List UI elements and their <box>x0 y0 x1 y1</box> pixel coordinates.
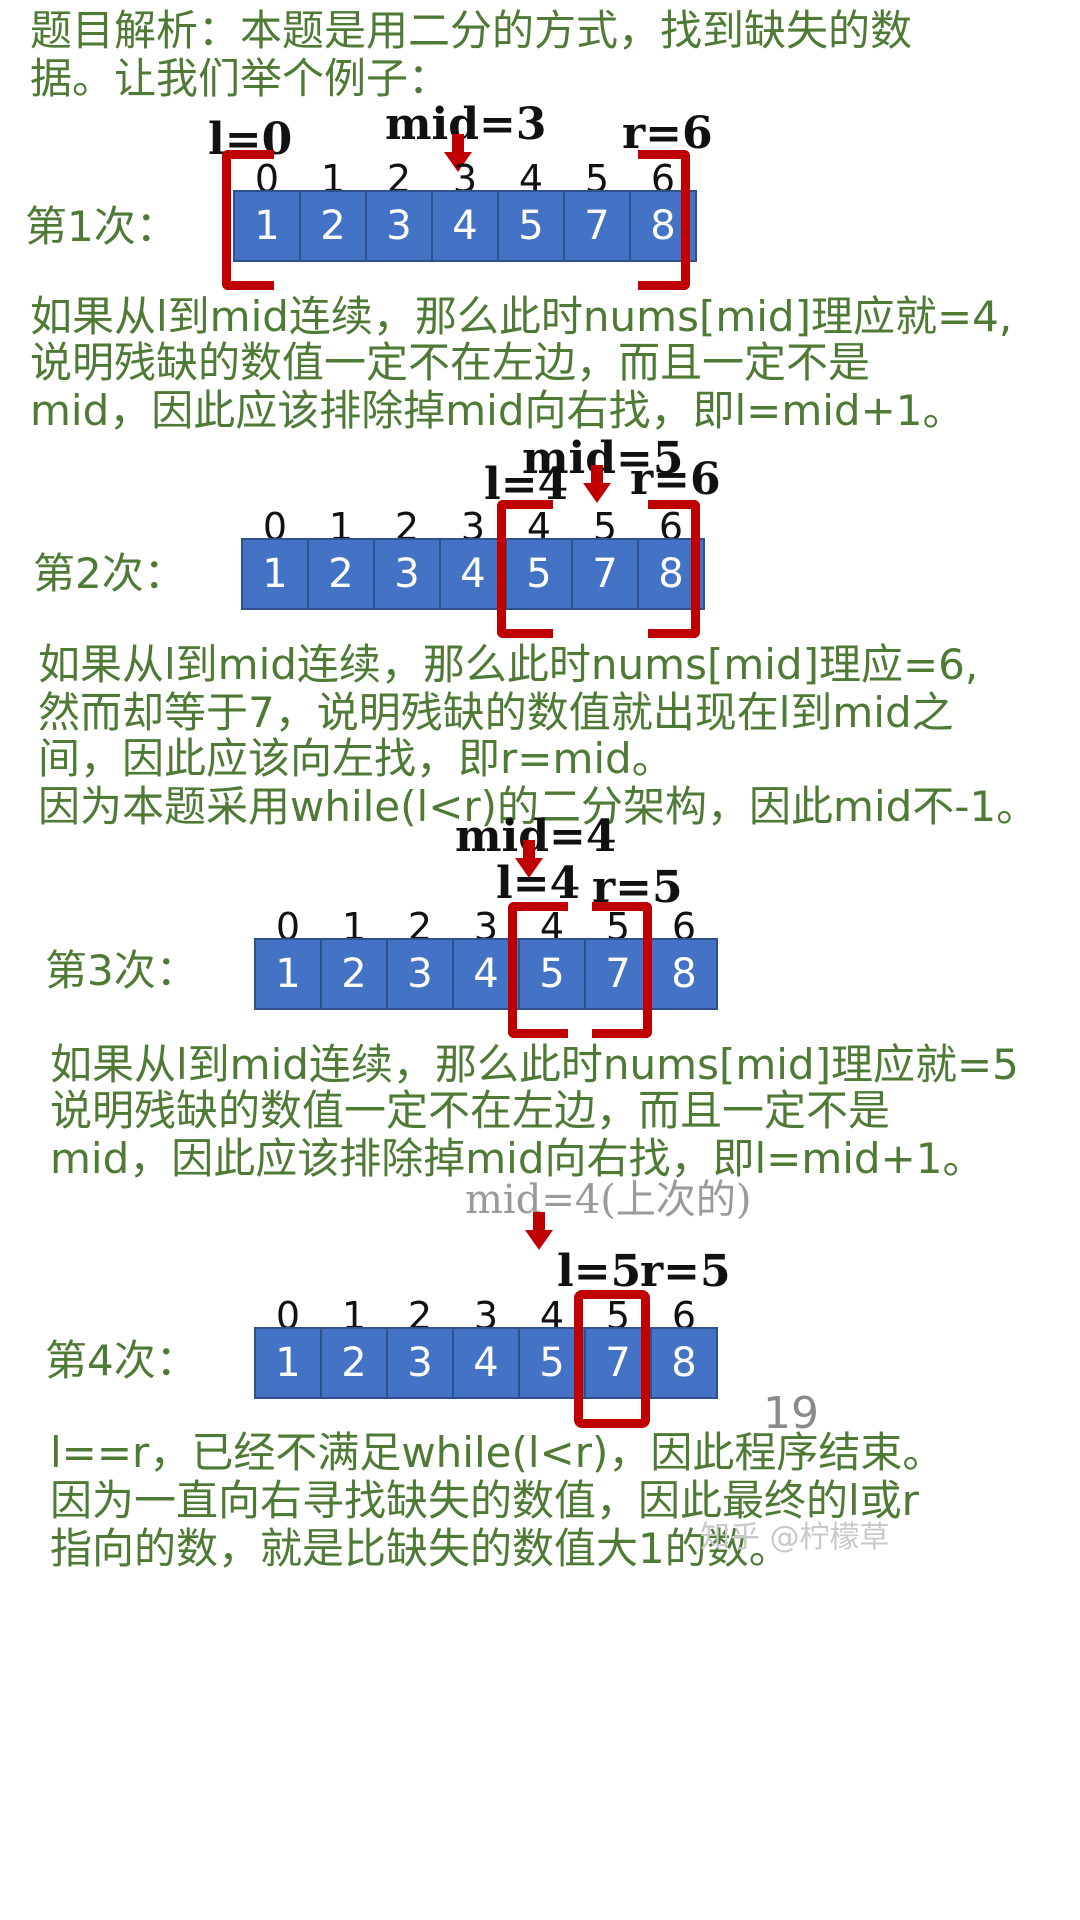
explain-line: 因为一直向右寻找缺失的数值，因此最终的l或r <box>50 1476 919 1525</box>
explain-line: 指向的数，就是比缺失的数值大1的数。 <box>50 1524 791 1573</box>
marker-mid: mid=4(上次的) <box>465 1177 752 1223</box>
explain-line: l==r，已经不满足while(l<r)，因此程序结束。 <box>50 1428 945 1477</box>
marker-l: l=5 <box>557 1246 642 1297</box>
explain-line: 因为本题采用while(l<r)的二分架构，因此mid不-1。 <box>38 782 1039 831</box>
array-cell: 4 <box>439 538 507 610</box>
array-cell: 5 <box>497 190 565 262</box>
explain-line: 如果从l到mid连续，那么此时nums[mid]理应就=4, <box>30 292 1013 341</box>
array-cell: 7 <box>571 538 639 610</box>
marker-l: l=4 <box>496 858 581 909</box>
array-cell: 7 <box>584 938 652 1010</box>
array-cell: 1 <box>233 190 301 262</box>
right-bracket <box>592 902 652 1038</box>
marker-r: r=5 <box>640 1246 731 1297</box>
array-cell: 1 <box>254 1327 322 1399</box>
explain-line: 说明残缺的数值一定不在左边，而且一定不是 <box>50 1086 891 1135</box>
array-cell: 5 <box>518 938 586 1010</box>
right-bracket <box>648 500 700 638</box>
mid-arrow-icon <box>444 134 472 172</box>
explain-line: 如果从l到mid连续，那么此时nums[mid]理应=6, <box>38 640 979 689</box>
array-cell: 2 <box>307 538 375 610</box>
page-number: 19 <box>763 1388 819 1439</box>
marker-r: r=6 <box>622 108 713 159</box>
array-cell: 2 <box>320 1327 388 1399</box>
intro-line-1: 题目解析：本题是用二分的方式，找到缺失的数 <box>30 6 913 55</box>
array-cell: 3 <box>386 938 454 1010</box>
bracket-box <box>574 1290 650 1428</box>
array-cell: 8 <box>650 938 718 1010</box>
intro-line-2: 据。让我们举个例子： <box>30 54 451 103</box>
left-bracket <box>222 150 274 290</box>
array-cell: 7 <box>584 1327 652 1399</box>
array-cell: 1 <box>241 538 309 610</box>
left-bracket <box>508 902 568 1038</box>
array-cell: 3 <box>386 1327 454 1399</box>
array-cell: 7 <box>563 190 631 262</box>
mid-arrow-icon <box>515 840 543 878</box>
marker-l: l=4 <box>484 459 569 510</box>
explain-line: mid，因此应该排除掉mid向右找，即l=mid+1。 <box>50 1134 985 1183</box>
explain-line: 然而却等于7，说明残缺的数值就出现在l到mid之 <box>38 688 954 737</box>
explain-line: 如果从l到mid连续，那么此时nums[mid]理应就=5 <box>50 1040 1019 1089</box>
explain-line: mid，因此应该排除掉mid向右找，即l=mid+1。 <box>30 386 965 435</box>
array-cell: 4 <box>431 190 499 262</box>
array-cell: 3 <box>373 538 441 610</box>
step-label: 第1次： <box>25 202 178 251</box>
array-cell: 4 <box>452 1327 520 1399</box>
left-bracket <box>497 500 553 638</box>
marker-mid: mid=3 <box>385 99 547 150</box>
explain-line: 说明残缺的数值一定不在左边，而且一定不是 <box>30 338 871 387</box>
array-cell: 2 <box>299 190 367 262</box>
mid-arrow-icon <box>583 465 611 503</box>
array-cell: 5 <box>518 1327 586 1399</box>
marker-mid: mid=4 <box>455 811 617 862</box>
array-cell: 1 <box>254 938 322 1010</box>
step-label: 第2次： <box>33 549 186 598</box>
array-cell: 8 <box>650 1327 718 1399</box>
step-label: 第4次： <box>45 1336 198 1385</box>
explain-line: 间，因此应该向左找，即r=mid。 <box>38 734 674 783</box>
array-cell: 2 <box>320 938 388 1010</box>
marker-r: r=6 <box>630 454 721 505</box>
array-cell: 3 <box>365 190 433 262</box>
array-cell: 5 <box>505 538 573 610</box>
right-bracket <box>638 150 690 290</box>
mid-arrow-icon <box>525 1212 553 1250</box>
watermark: 知乎 @柠檬草 <box>700 1520 890 1555</box>
step-label: 第3次： <box>45 946 198 995</box>
